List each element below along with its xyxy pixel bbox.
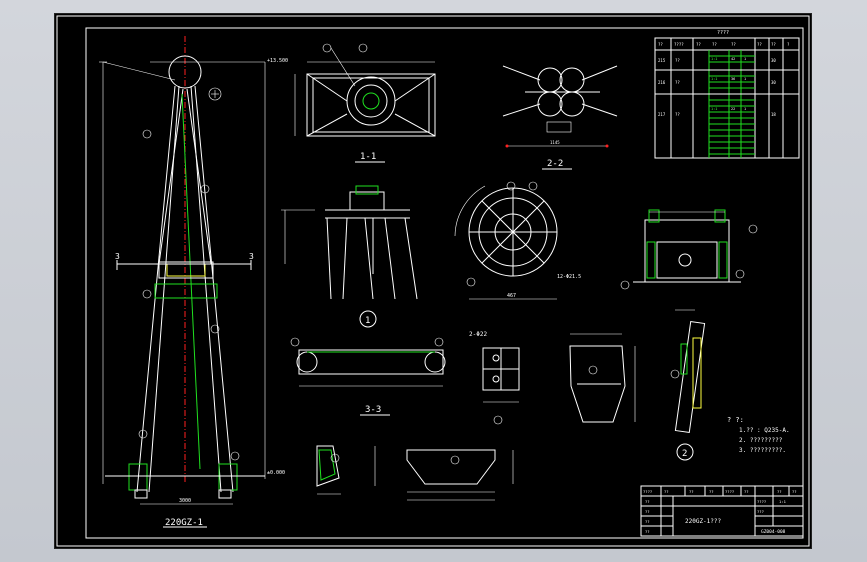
row-2-spec: 1:1 [711, 107, 717, 111]
detail-2-label: 2 [682, 449, 687, 459]
section-1-1-label: 1-1 [360, 152, 376, 162]
cap-shape-view [569, 333, 636, 423]
section-mark-right: 3 [249, 252, 254, 261]
drawing-number: GZ004-008 [761, 529, 786, 535]
row-0-weight: 30 [771, 58, 776, 63]
row-0-qty: 1 [744, 57, 746, 61]
tb-header-4: ???? [725, 489, 734, 494]
row-2-qty: 1 [744, 107, 746, 111]
tb-header-6: ?? [777, 489, 782, 494]
main-view-label: 220GZ-1 [165, 518, 203, 528]
row-2-len: 22 [731, 107, 735, 111]
col-header-1: ???? [674, 42, 684, 47]
row-1-weight: 30 [771, 80, 776, 85]
col-header-2: ?? [696, 42, 701, 47]
note-3: 3. ?????????. [739, 447, 786, 454]
outer-frame [56, 15, 810, 547]
col-header-5: ?? [757, 42, 762, 47]
section-3-3-label: 3-3 [365, 405, 381, 415]
tb-header-3: ?? [709, 489, 714, 494]
bolt-spec-text: 2-Φ22 [469, 331, 487, 338]
title-block-side: ?? ?? ?? ?? [645, 499, 650, 534]
detail-1-view [281, 185, 418, 328]
tb-header-5: ?? [744, 489, 749, 494]
ring-dim-text: 467 [507, 293, 516, 299]
col-header-7: ? [787, 42, 790, 47]
ring-spec-text: 12-Φ21.5 [557, 274, 581, 280]
row-0-spec: 1:1 [711, 57, 717, 61]
detail-2-view [670, 309, 706, 461]
table-row: 217 ?? 1:1 22 1 18 [658, 107, 776, 117]
drawing-sheet: +13.500 ±0.000 3000 3 3 220GZ-1 1-1 [55, 14, 811, 548]
tb-right-1: 1:1 [779, 499, 787, 504]
section-3-3-view [290, 337, 446, 387]
row-1-qty: 1 [744, 77, 746, 81]
title-block-header: ???? ?? ?? ?? ???? ?? ?? ?? [643, 489, 797, 494]
row-0-len: 42 [731, 57, 735, 61]
tb-right-2: ??? [757, 509, 764, 514]
bottom-elevation-text: ±0.000 [267, 470, 285, 476]
section-1-1-view [294, 43, 436, 137]
tb-header-1: ?? [664, 489, 669, 494]
row-1-spec: 1:1 [711, 77, 717, 81]
detail-1-label: 1 [365, 316, 370, 326]
row-0-name: ?? [675, 58, 680, 63]
tb-side-2: ?? [645, 519, 650, 524]
note-2: 2. ????????? [739, 437, 783, 444]
row-0-no: 215 [658, 58, 666, 63]
parts-table-headers: ?? ???? ?? ?? ?? ?? ?? ? [658, 42, 790, 47]
row-1-len: 36 [731, 77, 735, 81]
tb-right-0: ???? [757, 499, 766, 504]
tb-header-0: ???? [643, 489, 652, 494]
cad-drawing-canvas: +13.500 ±0.000 3000 3 3 220GZ-1 1-1 [56, 15, 810, 547]
col-header-3: ?? [712, 42, 717, 47]
parts-table-rows: 215 ?? 1:1 42 1 30 216 ?? 1:1 36 1 30 21… [658, 57, 776, 117]
row-2-no: 217 [658, 112, 666, 117]
plate-dim-text: 1145 [550, 140, 560, 145]
row-1-no: 216 [658, 80, 666, 85]
title-block-right: ???? 1:1 ??? [757, 499, 787, 514]
tb-header-7: ?? [792, 489, 797, 494]
note-1: 1.?? : Q235-A. [739, 427, 790, 434]
top-elevation-text: +13.500 [267, 58, 288, 64]
row-2-weight: 18 [771, 112, 776, 117]
notes-block: ? ?: 1.?? : Q235-A. 2. ????????? 3. ????… [727, 416, 790, 454]
row-1-name: ?? [675, 80, 680, 85]
title-block [640, 485, 804, 537]
foot-detail-view [620, 209, 758, 290]
trapezoid-plate-view [406, 449, 514, 501]
section-2-2-view [502, 65, 618, 148]
drawing-name: 220GZ-1??? [685, 518, 722, 525]
section-mark-left: 3 [115, 252, 120, 261]
tb-side-1: ?? [645, 509, 650, 514]
base-width-text: 3000 [179, 498, 191, 504]
parts-table-title: ???? [717, 30, 729, 36]
inner-frame [85, 27, 804, 539]
col-header-0: ?? [658, 42, 663, 47]
table-row: 215 ?? 1:1 42 1 30 [658, 57, 776, 63]
col-header-6: ?? [771, 42, 776, 47]
ring-view [454, 181, 558, 300]
table-row: 216 ?? 1:1 36 1 30 [658, 77, 776, 85]
tower-elevation [99, 36, 266, 505]
col-header-4: ?? [731, 42, 736, 47]
section-2-2-label: 2-2 [547, 159, 563, 169]
parts-table [654, 37, 800, 159]
notes-header: ? ?: [727, 416, 744, 424]
tb-side-0: ?? [645, 499, 650, 504]
gusset-view [316, 445, 376, 495]
tb-header-2: ?? [689, 489, 694, 494]
bolt-plate-view [482, 347, 520, 425]
tb-side-3: ?? [645, 529, 650, 534]
row-2-name: ?? [675, 112, 680, 117]
